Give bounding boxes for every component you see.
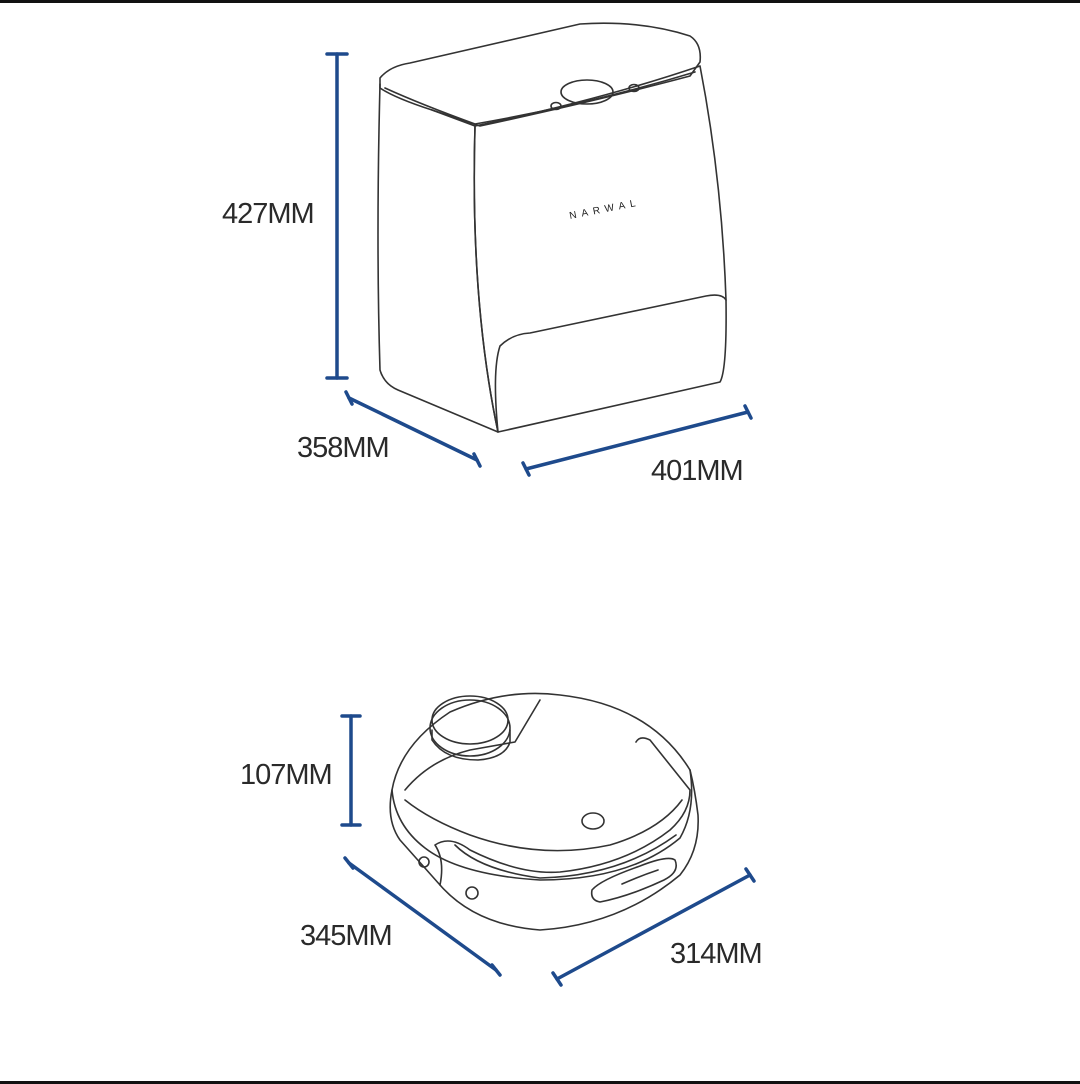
station-width-dimension-line <box>521 404 753 477</box>
robot-vacuum-drawing <box>389 692 699 931</box>
station-height-label: 427MM <box>222 198 315 230</box>
robot-top-cover <box>391 692 693 881</box>
robot-width-label: 314MM <box>670 938 763 970</box>
station-button-left <box>550 101 562 111</box>
robot-base-shell <box>389 769 699 931</box>
top-frame-line <box>0 0 1080 3</box>
station-power-button <box>560 79 614 105</box>
station-left-side <box>377 83 499 433</box>
station-brand-text: NARWAL <box>568 197 641 222</box>
robot-depth-dimension-line <box>343 856 502 977</box>
robot-handle <box>590 857 677 903</box>
robot-height-dimension-line <box>340 714 362 827</box>
station-depth-dimension-line <box>344 390 482 468</box>
robot-width-dimension-line <box>551 867 756 987</box>
station-button-right <box>628 83 640 93</box>
docking-station-drawing <box>377 22 727 433</box>
station-lid <box>379 22 702 127</box>
robot-depth-label: 345MM <box>300 920 393 952</box>
station-front-face <box>473 65 727 433</box>
robot-lidar-top <box>429 699 511 757</box>
station-width-label: 401MM <box>651 455 744 487</box>
bottom-frame-line <box>0 1081 1080 1084</box>
robot-height-label: 107MM <box>240 759 333 791</box>
station-height-dimension-line <box>325 52 349 380</box>
robot-side-sensor-left <box>418 856 430 868</box>
robot-sensor-dot <box>581 812 605 830</box>
station-depth-label: 358MM <box>297 432 390 464</box>
robot-bumper <box>434 737 691 886</box>
robot-side-sensor-front <box>465 886 479 900</box>
station-dust-bin-panel <box>494 294 727 433</box>
